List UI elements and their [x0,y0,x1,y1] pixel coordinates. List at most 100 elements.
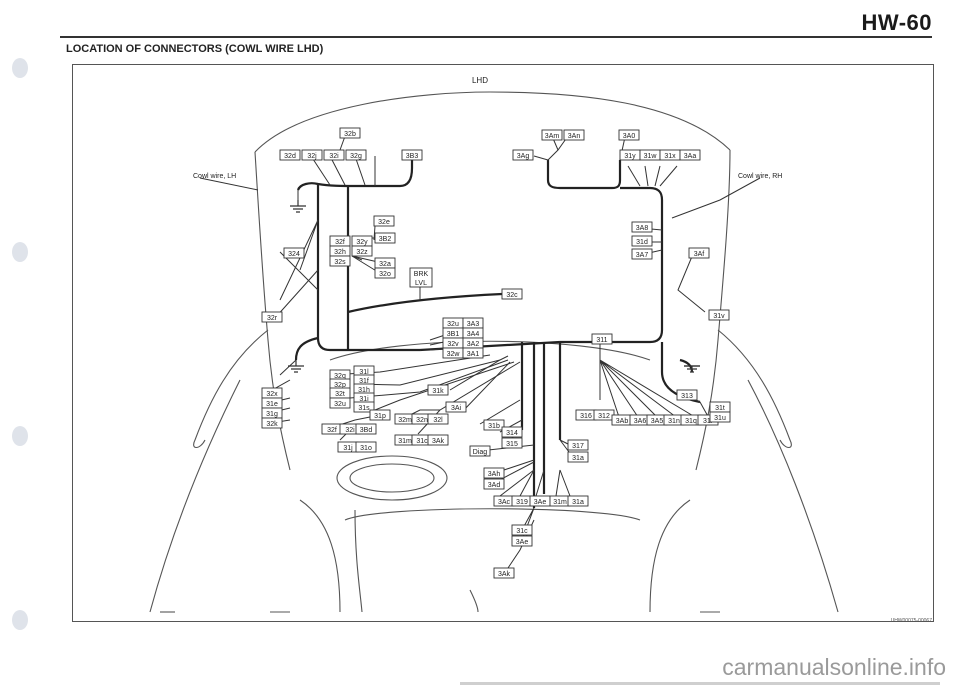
connector-label: 32u [334,401,346,408]
connector-label: 31o [360,445,372,452]
connector-label: 32o [379,271,391,278]
connector-label: 31m [553,499,567,506]
connector-label: 32f [335,239,345,246]
callout-cowl-wire-rh: Cowl wire, RH [738,173,782,180]
connector-label: 311 [596,337,607,344]
watermark: carmanualsonline.info [722,654,946,680]
connector-box [511,535,533,547]
connector-box [631,235,653,247]
connector-box [355,441,377,453]
connector-label: 31f [359,378,369,385]
connector-box [353,401,375,413]
connector-label: 3B3 [406,153,419,160]
connector-label: 31r [703,418,714,425]
connector-box [631,248,653,260]
connector-label: 31i [359,396,369,403]
connector-box [329,397,351,409]
connector-label: 32d [284,153,296,160]
binder-hole [12,610,28,630]
connector-box [676,389,698,401]
connector-box [567,495,589,507]
callout-cowl-wire-lh: Cowl wire, LH [193,173,236,180]
connector-label: 3A1 [467,351,480,358]
connector-label: 3Af [694,251,705,258]
connector-label: 32t [335,391,345,398]
connector-label: 31c [516,528,528,535]
connector-box [483,478,505,490]
connector-box [261,311,283,323]
binder-hole [12,426,28,446]
connector-label: 3B1 [447,331,460,338]
connector-label: 3A7 [636,252,649,259]
connector-label: 313 [681,393,693,400]
connector-label: 3Ae [516,539,529,546]
connector-box [261,417,283,429]
connector-label: 3Aa [684,153,697,160]
ground-symbol [288,200,700,373]
connector-label: 319 [516,499,528,506]
connector-label: 324 [288,251,300,258]
connector-label: 31u [714,415,726,422]
connector-box [373,215,395,227]
connector-label: 31x [664,153,676,160]
connector-label: 3Ag [517,153,530,160]
header-rule [60,36,932,38]
connector-label: 31v [713,313,725,320]
connector-label: 32a [379,261,391,268]
connector-label: 3Ae [534,499,547,506]
connector-label: 32j [307,153,317,160]
connector-label: 3A0 [623,133,636,140]
connector-box [709,411,731,423]
connector-box [567,451,589,463]
connector-label: 32e [378,219,390,226]
connector-box [688,247,710,259]
connector-label: 3Ah [488,471,501,478]
connector-label: 31l [359,369,369,376]
connector-label: 3Ad [488,482,501,489]
connector-box [329,255,351,267]
connector-label: 31a [572,499,584,506]
connector-label: 3Ak [498,571,511,578]
connector-label: 3A3 [467,321,480,328]
connector-box [469,445,491,457]
diagram-panel [72,64,934,622]
connector-box [351,245,373,257]
connector-label: 31m [398,438,412,445]
connector-label: 3Ai [451,405,462,412]
connector-box [512,149,534,161]
connector-label: 31h [358,387,370,394]
connector-label: 32r [267,315,278,322]
section-title: LOCATION OF CONNECTORS (COWL WIRE LHD) [66,43,324,55]
connector-label: 31a [572,455,584,462]
figure-code: UHW00075-00067 [890,618,932,624]
connector-label: 32n [416,417,428,424]
connector-label: 31k [432,388,444,395]
connector-label: 3An [568,133,581,140]
connector-box [427,413,449,425]
connector-label: 32g [350,153,362,160]
brake-label: BRK [414,271,429,278]
connector-box [462,347,484,359]
connector-label: 31s [358,405,370,412]
connector-label: 31e [266,401,278,408]
connector-label: 31w [644,153,658,160]
level-label: LVL [415,280,427,287]
connector-box [301,149,323,161]
connector-label: 31n [668,418,680,425]
connector-label: 32x [266,391,278,398]
connector-label: 32k [266,421,278,428]
connector-box [493,567,515,579]
vehicle-outline [149,91,839,613]
connector-box [374,267,396,279]
connector-label: 312 [598,413,610,420]
brake-level-box [409,267,433,288]
connector-label: 31q [685,418,697,425]
connector-label: Diag [473,449,488,456]
connector-label: 31c [416,438,428,445]
harness-trunk [294,160,701,508]
connector-box [501,426,523,438]
connector-box [483,419,505,431]
connector-label: 32c [506,292,518,299]
connector-box [427,434,449,446]
